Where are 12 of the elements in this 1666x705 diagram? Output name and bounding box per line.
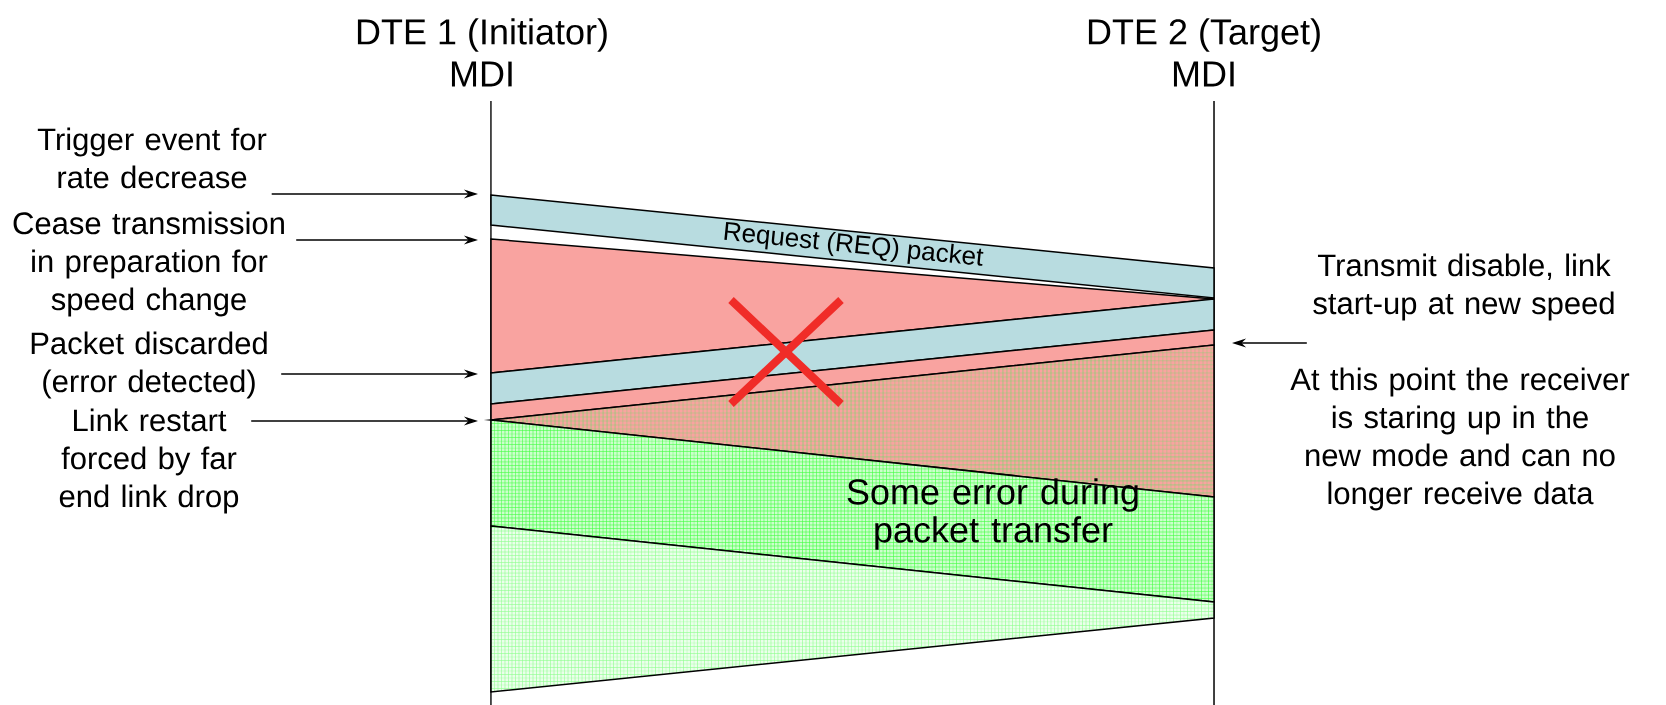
label-text: Some error during packet transfer <box>847 478 1138 550</box>
annotation-text: Trigger event for rate decrease <box>37 127 267 189</box>
label-text: MDI <box>451 61 512 87</box>
annotation-text: Cease transmission in preparation for speed change <box>13 211 284 317</box>
label-text: At this point the receiver is staring up in the new mode and can no longer receive data <box>1290 367 1630 511</box>
annotation-text: Transmit disable, link start-up at new speed <box>1313 253 1614 321</box>
band-label: Request (REQ) packet <box>724 221 984 266</box>
label-text: DTE 1 (Initiator) <box>357 18 607 52</box>
annotation-text: Packet discarded (error detected) <box>31 331 267 399</box>
label-text: DTE 2 (Target) <box>1088 18 1320 52</box>
annotation-text: Link restart forced by far end link drop <box>59 408 239 514</box>
label-text: MDI <box>1173 61 1234 87</box>
